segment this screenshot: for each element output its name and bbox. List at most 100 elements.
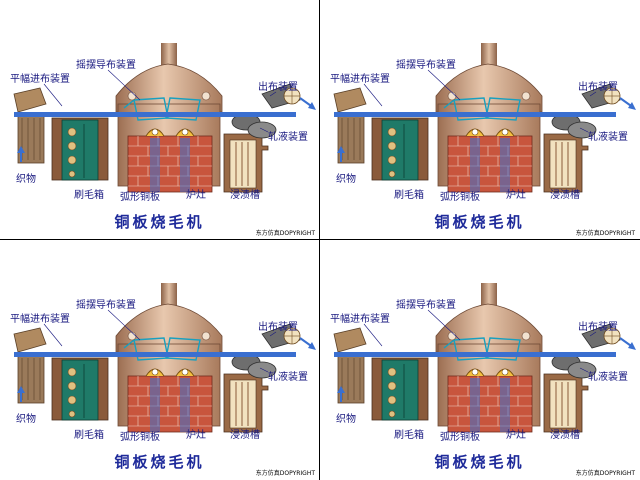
label-arc-copper-plate: 弧形铜板	[120, 192, 160, 203]
leader-lines	[363, 309, 597, 373]
label-exit-device: 出布装置	[578, 82, 618, 93]
machine-illustration	[333, 43, 636, 193]
label-fabric: 织物	[336, 414, 356, 425]
diagram-title: 铜板烧毛机	[114, 213, 205, 231]
guide-roller	[201, 331, 211, 341]
copyright-text: 东方仿真DOPYRIGHT	[575, 230, 635, 237]
exit-device	[261, 83, 301, 109]
guide-roller	[521, 91, 531, 101]
label-brush-box: 刷毛箱	[74, 430, 104, 441]
label-swing-guide: 摇摆导布装置	[396, 300, 456, 311]
guide-roller	[201, 91, 211, 101]
leader-lines	[43, 69, 277, 133]
label-squeeze-device: 轧液装置	[268, 132, 308, 143]
label-fabric: 织物	[16, 174, 36, 185]
copyright-text: 东方仿真DOPYRIGHT	[255, 230, 315, 237]
brush-box	[371, 117, 429, 181]
label-arc-copper-plate: 弧形铜板	[440, 192, 480, 203]
dip-tank	[543, 133, 589, 193]
furnace	[447, 135, 533, 193]
brush-box	[51, 357, 109, 421]
label-squeeze-device: 轧液装置	[268, 372, 308, 383]
fabric-arrow-head	[337, 146, 345, 153]
fabric-arrow-head	[17, 146, 25, 153]
flat-feeder	[333, 327, 367, 404]
exit-arrow-head	[308, 342, 316, 350]
label-swing-guide: 摇摆导布装置	[396, 60, 456, 71]
label-squeeze-device: 轧液装置	[588, 132, 628, 143]
label-dip-tank: 浸渍槽	[230, 430, 260, 441]
label-brush-box: 刷毛箱	[394, 430, 424, 441]
exit-arrow-head	[628, 342, 636, 350]
diagram-panel-top-right: 平幅进布装置 摇摆导布装置 出布装置 轧液装置 织物 刷毛箱 弧形铜板 炉灶 浸…	[320, 0, 639, 239]
dip-tank	[223, 373, 269, 433]
diagram-panel-bottom-right: 平幅进布装置 摇摆导布装置 出布装置 轧液装置 织物 刷毛箱 弧形铜板 炉灶 浸…	[320, 240, 639, 479]
label-flat-feeder: 平幅进布装置	[330, 314, 390, 325]
arc-copper-plates	[465, 368, 515, 377]
squeeze-rollers	[231, 353, 277, 379]
label-swing-guide: 摇摆导布装置	[76, 300, 136, 311]
exit-device	[581, 83, 621, 109]
label-brush-box: 刷毛箱	[74, 190, 104, 201]
label-fabric: 织物	[336, 174, 356, 185]
label-flat-feeder: 平幅进布装置	[330, 74, 390, 85]
fabric-arrow-head	[337, 386, 345, 393]
arc-copper-plates	[145, 128, 195, 137]
machine-illustration	[13, 283, 316, 433]
flat-feeder	[333, 87, 367, 164]
label-dip-tank: 浸渍槽	[550, 190, 580, 201]
copyright-text: 东方仿真DOPYRIGHT	[255, 470, 315, 477]
label-arc-copper-plate: 弧形铜板	[120, 432, 160, 443]
squeeze-rollers	[551, 353, 597, 379]
leader-lines	[363, 69, 597, 133]
arc-copper-plates	[465, 128, 515, 137]
label-arc-copper-plate: 弧形铜板	[440, 432, 480, 443]
diagram-title: 铜板烧毛机	[114, 453, 205, 471]
vertical-divider	[319, 0, 320, 480]
squeeze-rollers	[231, 113, 277, 139]
label-exit-device: 出布装置	[258, 322, 298, 333]
exit-arrow-head	[628, 102, 636, 110]
diagram-panel-top-left: 平幅进布装置 摇摆导布装置 出布装置 轧液装置 织物 刷毛箱 弧形铜板 炉灶 浸…	[0, 0, 319, 239]
fabric-arrow-head	[17, 386, 25, 393]
diagram-title: 铜板烧毛机	[434, 453, 525, 471]
dip-tank	[223, 133, 269, 193]
copyright-text: 东方仿真DOPYRIGHT	[575, 470, 635, 477]
exit-device	[581, 323, 621, 349]
machine-illustration	[333, 283, 636, 433]
guide-roller	[127, 331, 137, 341]
guide-roller	[447, 331, 457, 341]
fabric-belt	[334, 112, 616, 117]
label-exit-device: 出布装置	[258, 82, 298, 93]
label-furnace: 炉灶	[186, 190, 206, 201]
label-brush-box: 刷毛箱	[394, 190, 424, 201]
guide-roller	[447, 91, 457, 101]
label-squeeze-device: 轧液装置	[588, 372, 628, 383]
label-dip-tank: 浸渍槽	[550, 430, 580, 441]
label-furnace: 炉灶	[506, 190, 526, 201]
machine-illustration	[13, 43, 316, 193]
guide-roller	[127, 91, 137, 101]
horizontal-divider	[0, 239, 640, 240]
exit-arrow-head	[308, 102, 316, 110]
label-fabric: 织物	[16, 414, 36, 425]
furnace	[447, 375, 533, 433]
label-flat-feeder: 平幅进布装置	[10, 314, 70, 325]
label-dip-tank: 浸渍槽	[230, 190, 260, 201]
dip-tank	[543, 373, 589, 433]
exit-device	[261, 323, 301, 349]
flat-feeder	[13, 87, 47, 164]
label-swing-guide: 摇摆导布装置	[76, 60, 136, 71]
brush-box	[51, 117, 109, 181]
squeeze-rollers	[551, 113, 597, 139]
guide-roller	[521, 331, 531, 341]
fabric-belt	[14, 352, 296, 357]
label-flat-feeder: 平幅进布装置	[10, 74, 70, 85]
diagram-panel-bottom-left: 平幅进布装置 摇摆导布装置 出布装置 轧液装置 织物 刷毛箱 弧形铜板 炉灶 浸…	[0, 240, 319, 479]
brush-box	[371, 357, 429, 421]
furnace	[127, 375, 213, 433]
arc-copper-plates	[145, 368, 195, 377]
fabric-belt	[334, 352, 616, 357]
furnace	[127, 135, 213, 193]
fabric-belt	[14, 112, 296, 117]
